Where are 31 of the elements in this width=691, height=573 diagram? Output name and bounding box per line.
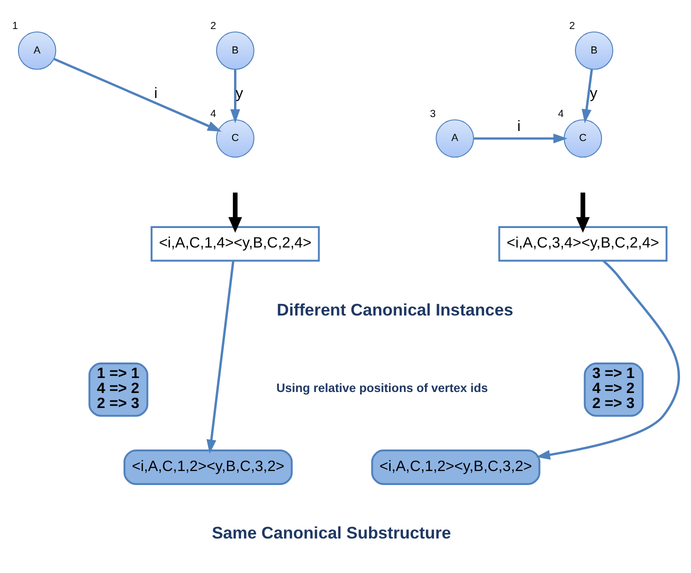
- node-circle: A: [436, 119, 474, 158]
- label: Different Canonical Instances: [276, 300, 514, 320]
- arrow: [206, 260, 234, 454]
- node-label: 3: [430, 108, 436, 120]
- node-circle: C: [564, 119, 602, 158]
- arrow: [474, 134, 568, 144]
- node-label: 4: [210, 108, 216, 120]
- arrow: [228, 192, 242, 233]
- node-label: 2: [210, 20, 216, 32]
- edge-label: i: [517, 118, 521, 135]
- label: Using relative positions of vertex ids: [276, 380, 488, 395]
- node-label: 2: [569, 20, 575, 32]
- node-box: <i,A,C,1,4><y,B,C,2,4>: [150, 226, 320, 262]
- node-label: 4: [558, 108, 564, 120]
- node-box: <i,A,C,3,4><y,B,C,2,4>: [498, 226, 668, 262]
- node-box: <i,A,C,1,2><y,B,C,3,2>: [124, 449, 293, 485]
- node-circle: A: [18, 31, 56, 70]
- arrow: [576, 192, 590, 233]
- node-label: 1: [12, 20, 18, 32]
- arrow: [582, 69, 593, 124]
- arrow: [54, 58, 222, 132]
- edge-label: i: [154, 85, 158, 102]
- label: Same Canonical Substructure: [212, 524, 452, 543]
- node-box: 3 => 1 4 => 2 2 => 3: [584, 362, 644, 417]
- node-circle: B: [216, 31, 254, 70]
- node-circle: B: [574, 31, 614, 70]
- node-box: 1 => 1 4 => 2 2 => 3: [88, 362, 148, 417]
- edge-label: y: [590, 85, 598, 102]
- node-box: <i,A,C,1,2><y,B,C,3,2>: [371, 449, 540, 485]
- arrow: [536, 260, 680, 460]
- node-circle: C: [216, 119, 254, 158]
